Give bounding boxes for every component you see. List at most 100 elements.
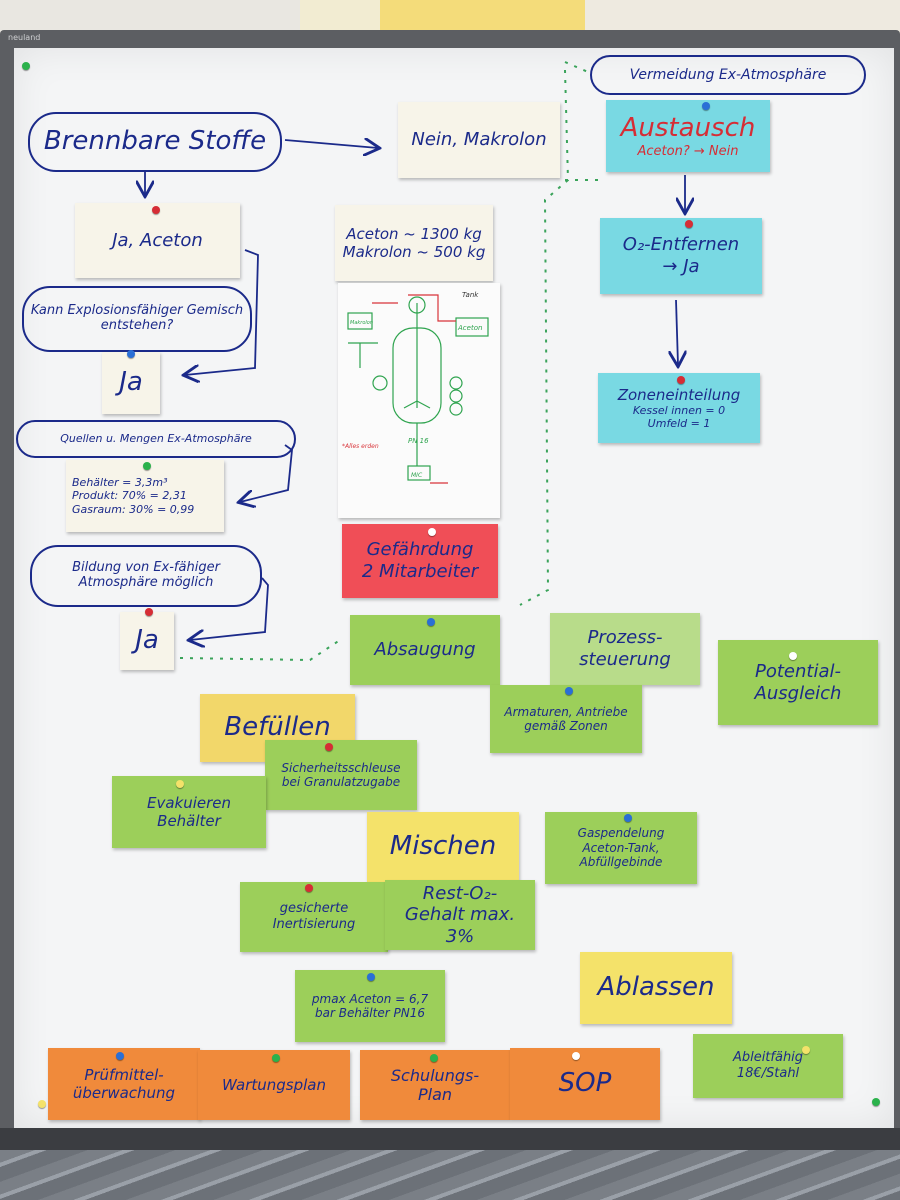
pin-icon: [802, 1046, 810, 1054]
reactor-sketch: Tank Aceton Makrolon PN 16 MIC *Alles er…: [342, 291, 489, 484]
footer-sop: SOP: [510, 1048, 660, 1120]
marker-tray: [0, 1128, 900, 1154]
pin-icon: [38, 1100, 46, 1108]
no-path-note: Nein, Makrolon: [398, 102, 560, 178]
zones-title: Zoneneinteilung: [617, 385, 741, 404]
pin-icon: [565, 687, 573, 695]
answer-yes-1: Ja: [102, 352, 160, 414]
measure-absaugung: Absaugung: [350, 615, 500, 685]
zones-line: Kessel innen = 0: [632, 403, 726, 417]
phase-mischen: Mischen: [367, 812, 519, 882]
question-formation: Bildung von Ex-fähiger Atmosphäre möglic…: [30, 545, 262, 607]
pin-icon: [116, 1052, 124, 1060]
measure-gaspendelung: Gaspendelung Aceton-Tank, Abfüllgebinde: [545, 812, 697, 884]
question-sources: Quellen u. Mengen Ex-Atmosphäre: [16, 420, 296, 458]
footer-text: SOP: [558, 1068, 612, 1099]
grounding-note: *Alles erden: [342, 443, 379, 450]
reactor-diagram: Tank Aceton Makrolon PN 16 MIC *Alles er…: [338, 283, 500, 518]
pin-icon: [325, 743, 333, 751]
exchange-title: Austausch: [620, 112, 756, 143]
brand-label: neuland: [8, 33, 41, 42]
pin-icon: [624, 814, 632, 822]
pin-icon: [272, 1054, 280, 1062]
phase-text: Ablassen: [597, 972, 715, 1003]
measure-text: Rest-O₂-Gehalt max. 3%: [404, 882, 516, 947]
yes-path-text: Ja, Aceton: [112, 229, 203, 251]
pin-icon: [428, 528, 436, 536]
pin-icon: [152, 206, 160, 214]
pin-icon: [685, 220, 693, 228]
measure-text: Sicherheitsschleuse bei Granulatzugabe: [281, 760, 401, 789]
pin-icon: [176, 780, 184, 788]
pin-icon: [427, 618, 435, 626]
o2-removal-note: O₂-Entfernen → Ja: [600, 218, 762, 294]
pin-icon: [430, 1054, 438, 1062]
zones-note: Zoneneinteilung Kessel innen = 0 Umfeld …: [598, 373, 760, 443]
measure-text: Potential-Ausgleich: [754, 660, 842, 704]
measure-text: Absaugung: [374, 639, 476, 661]
avoidance-title: Vermeidung Ex-Atmosphäre: [590, 55, 866, 95]
quantity-line: Makrolon ~ 500 kg: [342, 243, 486, 261]
measure-text: Armaturen, Antriebe gemäß Zonen: [504, 704, 628, 733]
pin-icon: [677, 376, 685, 384]
measure-evakuieren: Evakuieren Behälter: [112, 776, 266, 848]
pin-icon: [143, 462, 151, 470]
volume-line: Produkt: 70% = 2,31: [72, 489, 187, 503]
exchange-answer: Aceton? → Nein: [637, 143, 739, 159]
phase-text: Befüllen: [224, 712, 331, 743]
o2-answer: → Ja: [662, 256, 700, 277]
hazard-line: 2 Mitarbeiter: [361, 561, 479, 582]
footer-pruefmittel: Prüfmittel-überwachung: [48, 1048, 200, 1120]
measure-rest-o2: Rest-O₂-Gehalt max. 3%: [385, 880, 535, 950]
measure-text: Ableitfähig 18€/Stahl: [732, 1050, 804, 1081]
zones-line: Umfeld = 1: [647, 417, 711, 430]
measure-text: Evakuieren Behälter: [146, 794, 232, 830]
question-explosive: Kann Explosionsfähiger Gemisch entstehen…: [22, 286, 252, 352]
pump-label: MIC: [411, 472, 423, 479]
pin-icon: [872, 1098, 880, 1106]
floor: [0, 1150, 900, 1200]
measure-potential: Potential-Ausgleich: [718, 640, 878, 725]
volume-line: Behälter = 3,3m³: [72, 476, 168, 490]
answer-yes-2-text: Ja: [135, 625, 159, 656]
footer-text: Schulungs-Plan: [390, 1065, 480, 1104]
quantity-line: Aceton ~ 1300 kg: [346, 225, 482, 243]
measure-inertisierung: gesicherte Inertisierung: [240, 882, 388, 952]
pin-icon: [22, 62, 30, 70]
phase-text: Mischen: [389, 831, 497, 862]
hazard-line: Gefährdung: [366, 539, 474, 561]
answer-yes-2: Ja: [120, 612, 174, 670]
measure-text: Gaspendelung Aceton-Tank, Abfüllgebinde: [577, 826, 665, 870]
measure-ableitfaehig: Ableitfähig 18€/Stahl: [693, 1034, 843, 1098]
yes-path-note: Ja, Aceton: [75, 203, 240, 278]
measure-armaturen: Armaturen, Antriebe gemäß Zonen: [490, 685, 642, 753]
pin-icon: [702, 102, 710, 110]
makrolon-box-label: Makrolon: [350, 320, 373, 326]
reactor-label: PN 16: [408, 437, 429, 445]
measure-schleuse: Sicherheitsschleuse bei Granulatzugabe: [265, 740, 417, 810]
measure-text: gesicherte Inertisierung: [272, 901, 356, 932]
pin-icon: [145, 608, 153, 616]
phase-ablassen: Ablassen: [580, 952, 732, 1024]
no-path-text: Nein, Makrolon: [411, 129, 547, 151]
footer-text: Wartungsplan: [222, 1076, 326, 1094]
tank-label: Tank: [462, 291, 479, 299]
measure-text: Prozess-steuerung: [579, 627, 671, 670]
footer-text: Prüfmittel-überwachung: [72, 1066, 176, 1102]
start-bubble: Brennbare Stoffe: [28, 112, 282, 172]
measure-druck: pmax Aceton = 6,7 bar Behälter PN16: [295, 970, 445, 1042]
pin-icon: [127, 350, 135, 358]
volume-line: Gasraum: 30% = 0,99: [72, 502, 195, 516]
volume-note: Behälter = 3,3m³ Produkt: 70% = 2,31 Gas…: [66, 460, 224, 532]
pin-icon: [572, 1052, 580, 1060]
pin-icon: [305, 884, 313, 892]
measure-text: pmax Aceton = 6,7 bar Behälter PN16: [311, 991, 429, 1020]
measure-prozess: Prozess-steuerung: [550, 613, 700, 685]
o2-title: O₂-Entfernen: [622, 234, 740, 256]
hazard-note: Gefährdung 2 Mitarbeiter: [342, 524, 498, 598]
pin-icon: [789, 652, 797, 660]
pin-icon: [367, 973, 375, 981]
exchange-note: Austausch Aceton? → Nein: [606, 100, 770, 172]
aceton-box-label: Aceton: [457, 324, 482, 332]
